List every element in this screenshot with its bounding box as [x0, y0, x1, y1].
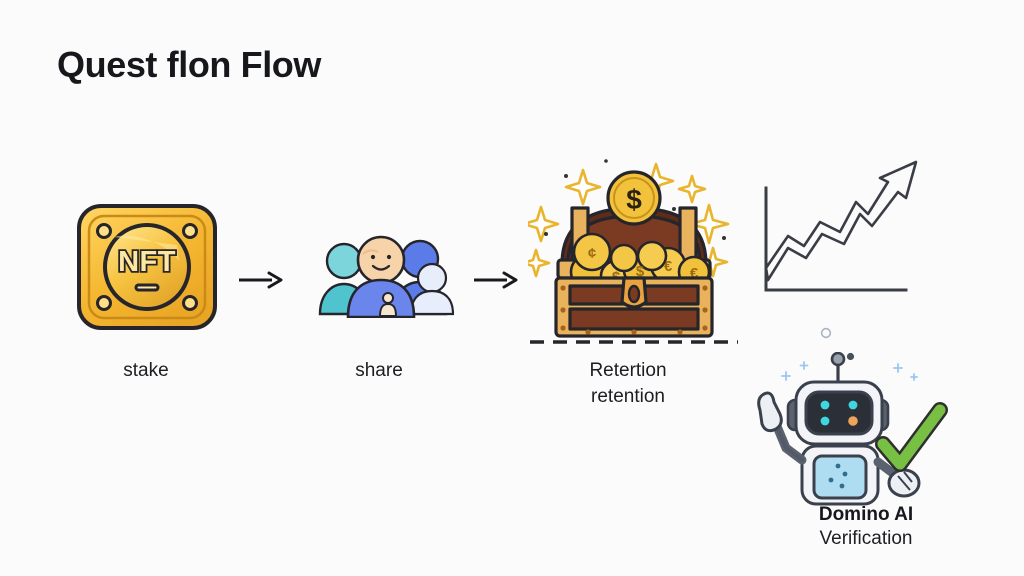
- svg-text:$: $: [636, 263, 645, 280]
- svg-text:€: €: [690, 265, 699, 282]
- robot-panel-dots: [828, 463, 848, 489]
- page-title: Quest flon Flow: [57, 44, 321, 85]
- svg-text:NFT: NFT: [118, 246, 176, 278]
- arrow-stake-to-share: [238, 270, 284, 295]
- robot-icon: [752, 351, 962, 507]
- verification-caption-line2: Verification: [819, 528, 913, 550]
- svg-text:€: €: [664, 258, 673, 275]
- svg-text:$: $: [626, 184, 642, 215]
- people-group-icon: [310, 228, 455, 319]
- floating-dollar-coin: [606, 170, 662, 226]
- treasure-chest-icon: ¢ $ $ € € $: [521, 152, 740, 352]
- step-label-reward-line2: retention: [591, 385, 665, 407]
- step-label-stake: stake: [123, 360, 169, 381]
- arrow-share-to-reward: [473, 270, 519, 295]
- step-label-reward-line1: Retertion: [589, 360, 667, 381]
- hollow-circle-deco: [820, 326, 832, 344]
- nft-token-icon: NFT: [74, 201, 220, 333]
- growth-chart-arrow-icon: [748, 148, 938, 313]
- filled-dot-deco: [846, 348, 855, 366]
- verification-caption: Domino AI Verification: [746, 503, 986, 552]
- green-check-icon: [875, 402, 948, 472]
- step-label-share: share: [355, 360, 403, 381]
- sparkle-marks: [781, 361, 918, 381]
- svg-text:¢: ¢: [588, 245, 596, 262]
- step-label-reward: Retertion retention: [498, 358, 758, 409]
- verification-caption-line1: Domino AI: [818, 504, 914, 525]
- robot-eyes: [820, 400, 858, 426]
